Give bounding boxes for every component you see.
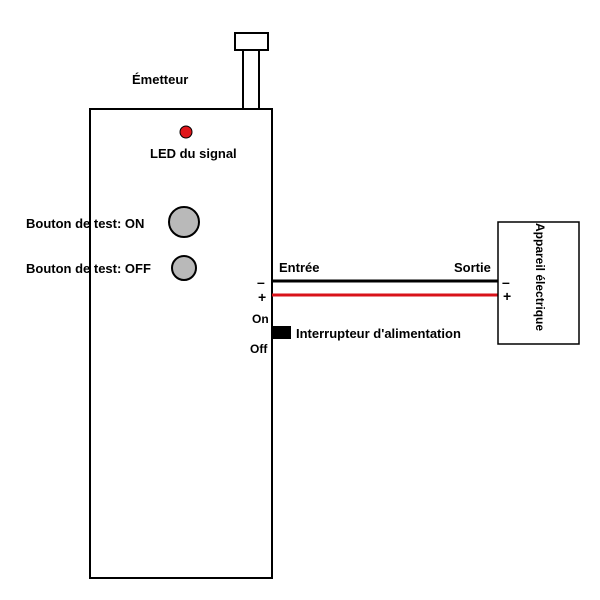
input-label: Entrée: [279, 260, 319, 275]
led-label: LED du signal: [150, 146, 237, 161]
transmitter-body: [89, 108, 273, 579]
test-on-label: Bouton de test: ON: [26, 216, 144, 231]
antenna-rod: [242, 49, 260, 110]
signal-led: [179, 125, 193, 139]
switch-on-label: On: [252, 312, 269, 326]
device-minus: –: [502, 274, 510, 290]
test-off-button[interactable]: [171, 255, 197, 281]
antenna-cap: [234, 32, 269, 51]
test-off-label: Bouton de test: OFF: [26, 261, 151, 276]
power-switch-label: Interrupteur d'alimentation: [296, 326, 461, 341]
transmitter-plus: +: [258, 289, 266, 305]
transmitter-minus: –: [257, 274, 265, 290]
power-switch[interactable]: [273, 326, 291, 339]
transmitter-title: Émetteur: [132, 72, 188, 87]
electrical-device: [497, 221, 580, 345]
switch-off-label: Off: [250, 342, 268, 356]
output-label: Sortie: [454, 260, 491, 275]
device-label: Appareil électrique: [533, 223, 547, 331]
test-on-button[interactable]: [168, 206, 200, 238]
device-plus: +: [503, 288, 511, 304]
